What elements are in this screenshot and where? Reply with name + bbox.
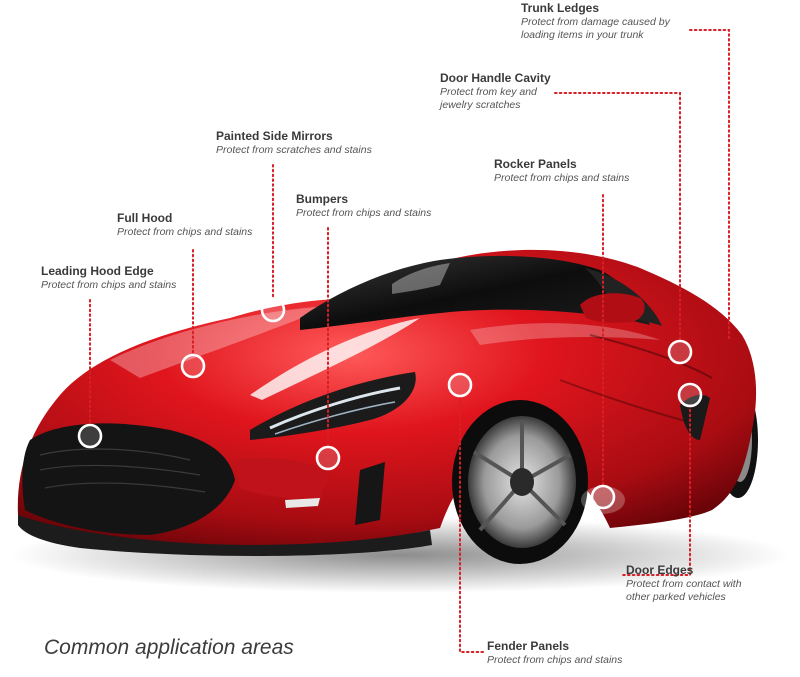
hotspot-side-mirrors[interactable] bbox=[260, 297, 286, 323]
label-painted-side-mirrors: Painted Side Mirrors Protect from scratc… bbox=[216, 129, 372, 157]
area-title: Rocker Panels bbox=[494, 157, 577, 171]
label-trunk-ledges: Trunk Ledges Protect from damage caused … bbox=[521, 1, 670, 42]
area-description: Protect from key and bbox=[440, 86, 537, 98]
area-description: Protect from contact with bbox=[626, 578, 742, 590]
label-leading-hood-edge: Leading Hood Edge Protect from chips and… bbox=[41, 264, 176, 292]
hotspot-full-hood[interactable] bbox=[180, 353, 206, 379]
caption: Common application areas bbox=[44, 636, 294, 659]
area-description: Protect from chips and stains bbox=[494, 172, 630, 184]
area-title: Bumpers bbox=[296, 192, 349, 206]
label-door-edges: Door Edges Protect from contact with oth… bbox=[626, 563, 742, 604]
leader-fender-panels bbox=[459, 394, 484, 653]
area-title: Painted Side Mirrors bbox=[216, 129, 333, 143]
label-full-hood: Full Hood Protect from chips and stains bbox=[117, 211, 252, 239]
label-door-handle-cavity: Door Handle Cavity Protect from key and … bbox=[440, 71, 551, 112]
leader-door-handle-cavity bbox=[554, 92, 681, 341]
label-rocker-panels: Rocker Panels Protect from chips and sta… bbox=[494, 157, 629, 185]
hotspot-door-handle-cavity[interactable] bbox=[667, 339, 693, 365]
area-title: Trunk Ledges bbox=[521, 1, 600, 15]
leader-trunk-ledges bbox=[689, 29, 730, 341]
area-description: loading items in your trunk bbox=[521, 29, 644, 41]
hotspot-door-edges[interactable] bbox=[677, 382, 703, 408]
area-description: Protect from chips and stains bbox=[41, 279, 177, 291]
area-description: Protect from scratches and stains bbox=[216, 144, 372, 156]
hotspot-rings bbox=[77, 297, 703, 510]
hotspot-rocker-panels[interactable] bbox=[590, 484, 616, 510]
area-title: Door Edges bbox=[626, 563, 694, 577]
area-description: jewelry scratches bbox=[440, 99, 521, 111]
area-description: Protect from chips and stains bbox=[117, 226, 253, 238]
area-description: Protect from chips and stains bbox=[296, 207, 432, 219]
label-bumpers: Bumpers Protect from chips and stains bbox=[296, 192, 431, 220]
leader-door-edges bbox=[621, 404, 691, 576]
area-description: Protect from chips and stains bbox=[487, 654, 623, 666]
area-title: Leading Hood Edge bbox=[41, 264, 154, 278]
label-fender-panels: Fender Panels Protect from chips and sta… bbox=[487, 639, 622, 667]
area-title: Door Handle Cavity bbox=[440, 71, 551, 85]
hotspot-fender-panels[interactable] bbox=[447, 372, 473, 398]
area-title: Full Hood bbox=[117, 211, 173, 225]
area-description: Protect from damage caused by bbox=[521, 16, 670, 28]
hotspot-leading-hood-edge[interactable] bbox=[77, 423, 103, 449]
area-title: Fender Panels bbox=[487, 639, 570, 653]
hotspot-bumpers[interactable] bbox=[315, 445, 341, 471]
area-description: other parked vehicles bbox=[626, 591, 726, 603]
